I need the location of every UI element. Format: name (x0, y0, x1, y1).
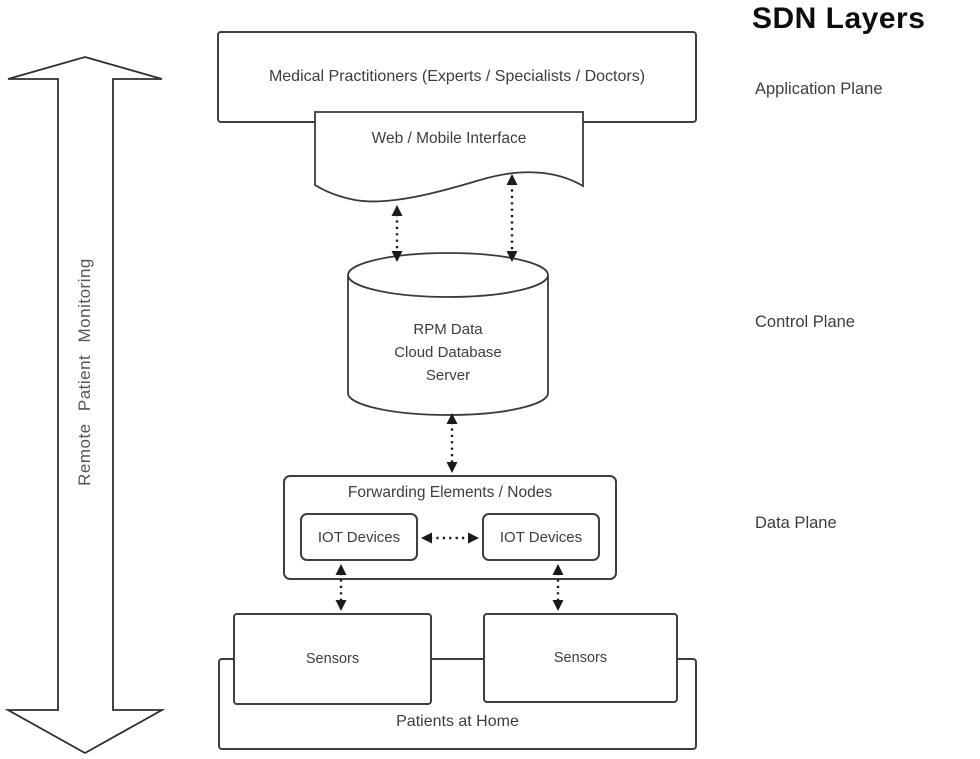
iot-devices-left-label: IOT Devices (317, 528, 401, 546)
medical-practitioners-box: Medical Practitioners (Experts / Special… (217, 31, 697, 123)
sensors-right-box: Sensors (483, 613, 678, 703)
rpm-database-label: RPM Data Cloud Database Server (348, 318, 548, 387)
plane-label-control: Control Plane (755, 313, 855, 331)
sensors-left-label: Sensors (305, 651, 360, 667)
rpm-database-line2: Cloud Database (394, 344, 502, 361)
diagram-title: SDN Layers (752, 2, 926, 35)
medical-practitioners-label: Medical Practitioners (Experts / Special… (268, 68, 646, 85)
remote-monitoring-label: Remote Patient Monitoring (75, 258, 94, 486)
dotted-arrow-interface-db-left (391, 205, 403, 262)
iot-devices-right-box: IOT Devices (482, 513, 600, 561)
rpm-database-line3: Server (425, 367, 471, 384)
web-mobile-interface-label: Web / Mobile Interface (371, 130, 527, 147)
forwarding-elements-label: Forwarding Elements / Nodes (347, 484, 553, 501)
dotted-arrow-db-forwarding (446, 413, 458, 473)
plane-label-data: Data Plane (755, 514, 837, 532)
web-mobile-interface-shape (314, 111, 584, 203)
plane-label-application: Application Plane (755, 80, 883, 98)
rpm-database-line1: RPM Data (413, 321, 483, 338)
dotted-arrow-interface-db-right (506, 174, 518, 262)
sensors-left-box: Sensors (233, 613, 432, 705)
iot-devices-left-box: IOT Devices (300, 513, 418, 561)
sensors-right-label: Sensors (553, 650, 608, 666)
iot-devices-right-label: IOT Devices (499, 528, 583, 546)
patients-at-home-label: Patients at Home (396, 713, 519, 730)
